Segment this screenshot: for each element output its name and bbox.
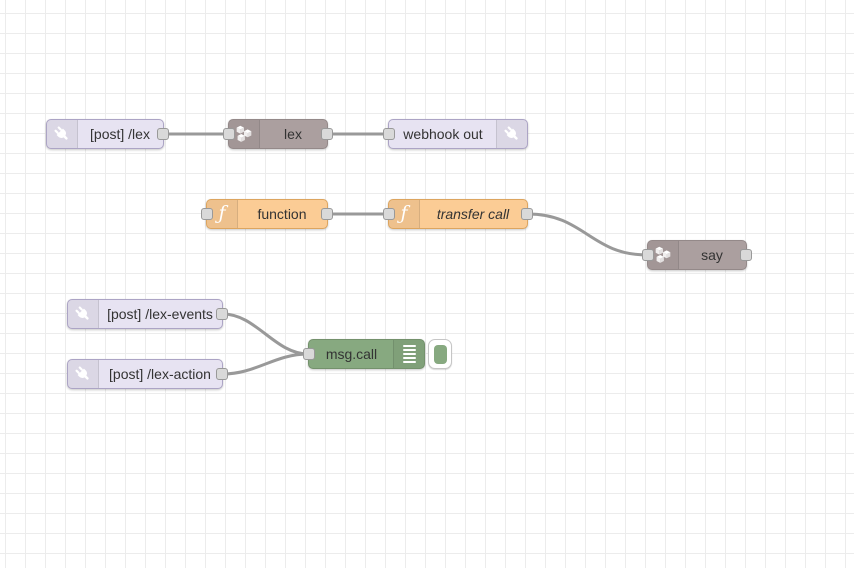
plug-icon [496, 120, 527, 148]
node-say[interactable]: say [642, 240, 752, 270]
output-port[interactable] [216, 368, 228, 380]
output-port[interactable] [216, 308, 228, 320]
node-label: [post] /lex-events [107, 306, 213, 322]
node-debug-msg-call[interactable]: msg.call [303, 339, 452, 369]
node-webhook-out[interactable]: webhook out [383, 119, 528, 149]
node-transfer-call[interactable]: ƒ transfer call [383, 199, 533, 229]
wire-transfercall-to-say[interactable] [526, 212, 649, 257]
debug-enable-toggle[interactable] [428, 339, 452, 369]
node-label: msg.call [325, 346, 378, 362]
node-label: webhook out [403, 126, 483, 142]
node-label: lex [284, 126, 302, 142]
output-port[interactable] [521, 208, 533, 220]
plug-icon [47, 120, 78, 148]
input-port[interactable] [383, 208, 395, 220]
node-label: function [257, 206, 307, 222]
node-http-in-lex-action[interactable]: [post] /lex-action [67, 359, 228, 389]
wire-lexaction-to-debug[interactable] [221, 352, 310, 376]
node-label: transfer call [436, 206, 510, 222]
wire-lexevents-to-debug[interactable] [221, 312, 310, 356]
output-port[interactable] [157, 128, 169, 140]
node-label: say [701, 247, 723, 263]
output-port[interactable] [321, 128, 333, 140]
debug-list-icon [393, 340, 424, 368]
plug-icon [68, 360, 99, 388]
node-http-in-lex[interactable]: [post] /lex [46, 119, 169, 149]
output-port[interactable] [740, 249, 752, 261]
input-port[interactable] [223, 128, 235, 140]
input-port[interactable] [201, 208, 213, 220]
plug-icon [68, 300, 99, 328]
node-label: [post] /lex-action [109, 366, 211, 382]
node-label: [post] /lex [90, 126, 150, 142]
input-port[interactable] [303, 348, 315, 360]
input-port[interactable] [642, 249, 654, 261]
output-port[interactable] [321, 208, 333, 220]
node-lex[interactable]: lex [223, 119, 333, 149]
input-port[interactable] [383, 128, 395, 140]
node-function[interactable]: ƒ function [201, 199, 333, 229]
node-http-in-lex-events[interactable]: [post] /lex-events [67, 299, 228, 329]
function-icon: ƒ [389, 200, 420, 228]
